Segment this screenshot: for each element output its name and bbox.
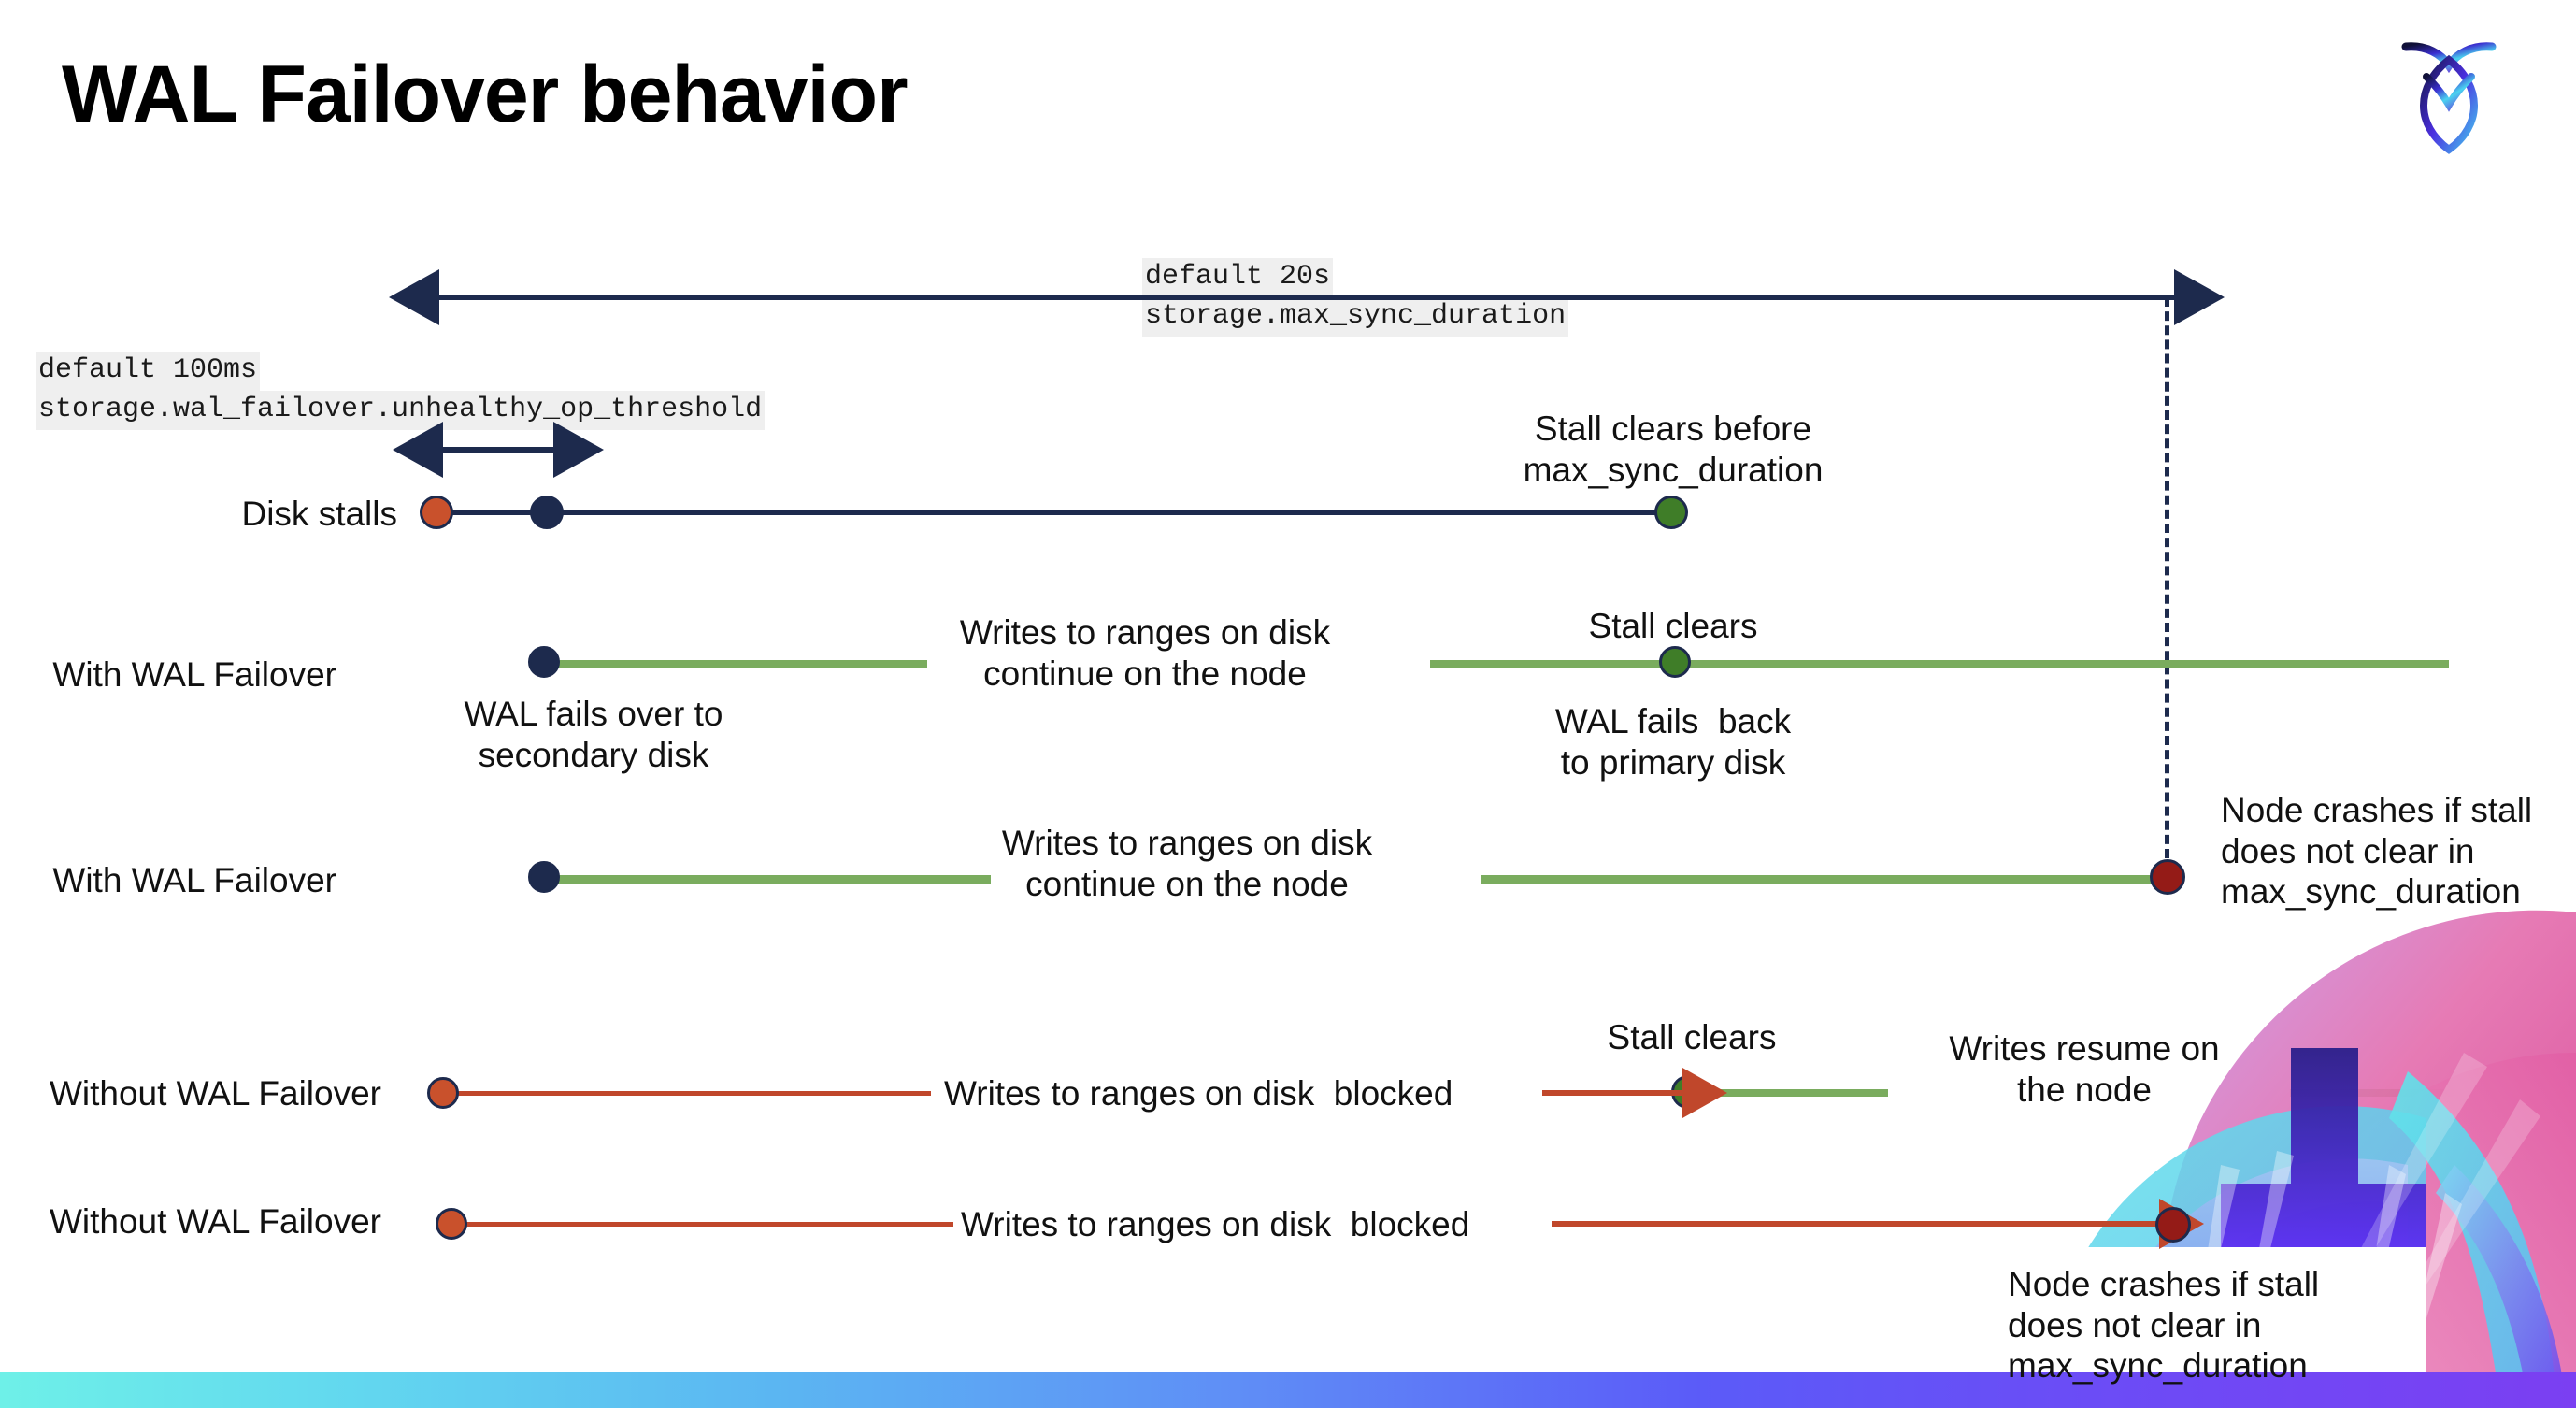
row-label-with-failover-clears: With WAL Failover: [52, 655, 336, 694]
unhealthy-op-setting-chip: storage.wal_failover.unhealthy_op_thresh…: [36, 391, 766, 430]
with-failover-stall-clears-dot: [1659, 646, 1691, 678]
node-crash-dot-row5: [2155, 1207, 2191, 1243]
without-failover-crash-segment-a: [458, 1222, 953, 1227]
note-stall-clears-before: Stall clears before max_sync_duration: [1523, 409, 1824, 489]
unhealthy-op-default-chip: default 100ms: [36, 352, 261, 391]
note-stall-clears-row2: Stall clears: [1588, 607, 1758, 645]
cockroach-logo-icon: [2393, 30, 2505, 161]
row-label-disk-stalls: Disk stalls: [241, 495, 397, 533]
note-wal-fails-over: WAL fails over to secondary disk: [464, 695, 723, 774]
note-writes-continue-row2: Writes to ranges on disk continue on the…: [959, 613, 1331, 693]
disk-stall-clears-dot: [1654, 496, 1688, 529]
with-failover-secondary-segment-a: [542, 660, 927, 668]
with-failover-crash-start-dot: [528, 861, 560, 893]
with-failover-primary-segment: [1430, 660, 2449, 668]
note-stall-clears-row4: Stall clears: [1607, 1018, 1777, 1056]
note-writes-blocked-row4: Writes to ranges on disk blocked: [944, 1074, 1453, 1113]
without-failover-crash-start-dot: [436, 1208, 467, 1240]
without-failover-resume-segment-a: [1692, 1089, 1888, 1097]
wal-failover-trigger-dot: [530, 496, 564, 529]
without-failover-stall-clears-dot: [1671, 1075, 1705, 1109]
note-node-crashes-row3: Node crashes if stall does not clear in …: [2221, 791, 2533, 912]
note-wal-fails-back: WAL fails back to primary disk: [1554, 702, 1792, 782]
note-writes-continue-row3: Writes to ranges on disk continue on the…: [1001, 824, 1373, 903]
node-crash-dot-row3: [2150, 859, 2185, 895]
with-failover-crash-segment-b: [1481, 875, 2173, 884]
page-title: WAL Failover behavior: [62, 50, 909, 139]
note-writes-resume: Writes resume on the node: [1949, 1029, 2220, 1109]
note-node-crashes-row5: Node crashes if stall does not clear in …: [2008, 1265, 2320, 1386]
row-label-with-failover-crash: With WAL Failover: [52, 861, 336, 899]
max-sync-deadline-guide: [2165, 297, 2169, 858]
with-failover-start-dot: [528, 646, 560, 678]
row-label-without-failover-crash: Without WAL Failover: [49, 1202, 381, 1241]
without-failover-blocked-segment-a: [445, 1091, 931, 1096]
row-label-without-failover-clears: Without WAL Failover: [49, 1074, 381, 1113]
note-writes-blocked-row5: Writes to ranges on disk blocked: [961, 1205, 1470, 1243]
max-sync-setting-chip: storage.max_sync_duration: [1142, 297, 1569, 337]
disk-stall-timeline: [436, 510, 1670, 515]
without-failover-start-dot: [427, 1077, 459, 1109]
disk-stall-start-dot: [420, 496, 453, 529]
max-sync-default-chip: default 20s: [1142, 258, 1334, 297]
with-failover-crash-segment-a: [542, 875, 991, 884]
bottom-gradient-bar: [0, 1372, 2576, 1408]
